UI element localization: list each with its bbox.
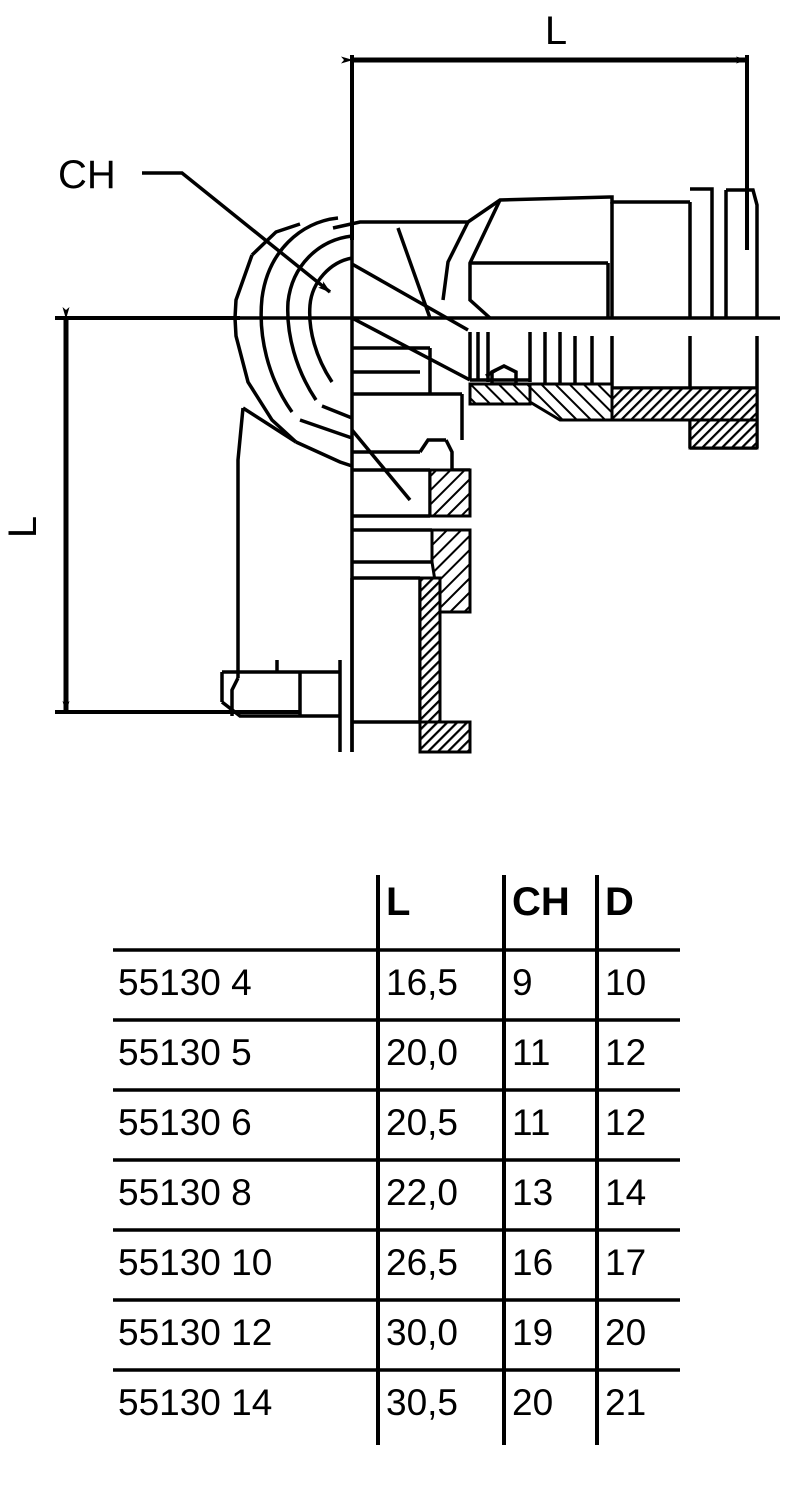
cell-L: 20,5	[386, 1102, 458, 1143]
cell-D: 20	[605, 1312, 646, 1353]
v-wall-top-notch2	[444, 439, 454, 470]
spec-table-svg: L CH D 55130 4 16,5 9 10 55130 5 20,0 11…	[113, 875, 680, 1445]
hatch-thread-band-h	[610, 386, 759, 422]
cell-part: 55130 6	[118, 1102, 252, 1143]
cell-CH: 11	[512, 1102, 550, 1143]
fitting-section-view: L L CH	[1, 9, 780, 754]
cell-D: 12	[605, 1102, 646, 1143]
hatch-thread-boss-h	[688, 418, 759, 450]
table-row: 55130 4 16,5 9 10	[118, 962, 646, 1003]
cell-part: 55130 4	[118, 962, 252, 1003]
lower-arm-chamfer-left	[230, 677, 240, 716]
table-row: 55130 5 20,0 11 12	[118, 1032, 646, 1073]
internal-diag-4	[350, 428, 412, 502]
cell-part: 55130 10	[118, 1242, 272, 1283]
cell-part: 55130 12	[118, 1312, 272, 1353]
elbow-left-upper-face	[233, 254, 254, 319]
hatch-collet-h	[468, 382, 532, 406]
cell-CH: 13	[512, 1172, 553, 1213]
hatch-thread-v-lower	[418, 576, 442, 724]
v-wall-top-notch	[418, 438, 446, 453]
cell-part: 55130 8	[118, 1172, 252, 1213]
dimension-top-L: L	[341, 9, 749, 250]
cell-D: 14	[605, 1172, 646, 1213]
cell-part: 55130 14	[118, 1382, 272, 1423]
cell-L: 30,0	[386, 1312, 458, 1353]
cell-L: 30,5	[386, 1382, 458, 1423]
upper-collar-right	[726, 188, 759, 318]
table-row: 55130 12 30,0 19 20	[118, 1312, 646, 1353]
upper-outline-horizontal-arm	[332, 195, 690, 230]
tick-a	[485, 368, 497, 378]
hatch-sleeve-h	[528, 382, 614, 422]
table-row: 55130 8 22,0 13 14	[118, 1172, 646, 1213]
hex-body-arc-outer-tail	[299, 418, 353, 440]
dimension-label-top: L	[545, 9, 567, 53]
elbow-left-lower-face	[233, 317, 298, 444]
row-separators	[113, 948, 680, 1372]
cell-CH: 19	[512, 1312, 553, 1353]
elbow-lower-left-chamfer	[295, 440, 353, 468]
cell-L: 26,5	[386, 1242, 458, 1283]
dimension-left-L: L	[1, 307, 300, 714]
table-row: 55130 10 26,5 16 17	[118, 1242, 646, 1283]
cell-D: 10	[605, 962, 646, 1003]
elbow-left-shoulder	[250, 222, 301, 257]
callout-CH: CH	[58, 153, 332, 294]
cell-CH: 20	[512, 1382, 553, 1423]
cell-CH: 9	[512, 962, 533, 1003]
cell-CH: 16	[512, 1242, 553, 1283]
hatch-thread-v-upper	[428, 468, 472, 518]
technical-drawing: L L CH	[1, 9, 780, 754]
column-header-D: D	[605, 880, 634, 924]
cell-CH: 11	[512, 1032, 550, 1073]
section-hatching	[418, 382, 759, 754]
release-ring-inner-edge	[441, 221, 470, 301]
elbow-lower-left-edge	[242, 406, 297, 444]
cell-D: 21	[605, 1382, 646, 1423]
hex-body-arc-outer	[259, 216, 339, 414]
table-row: 55130 6 20,5 11 12	[118, 1102, 646, 1143]
hex-body-arc-middle	[286, 234, 353, 401]
callout-label-ch: CH	[58, 153, 116, 197]
cell-L: 22,0	[386, 1172, 458, 1213]
specification-table: L CH D 55130 4 16,5 9 10 55130 5 20,0 11…	[0, 790, 786, 1500]
hex-body-arc-mid-tail	[321, 404, 353, 420]
cell-D: 17	[605, 1242, 646, 1283]
internal-diag-2	[351, 262, 469, 332]
lower-collar-bottom	[220, 700, 340, 718]
cell-L: 16,5	[386, 962, 458, 1003]
lower-arm-left-outline	[236, 407, 245, 678]
hatch-thread-boss-v	[418, 720, 472, 754]
collet-detail	[490, 364, 518, 386]
elbow-fitting-body	[220, 187, 759, 752]
detail-marks	[350, 227, 497, 502]
upper-collar-left	[690, 187, 714, 205]
hex-body-arc-inner	[307, 256, 353, 383]
cell-D: 12	[605, 1032, 646, 1073]
cell-L: 20,0	[386, 1032, 458, 1073]
column-header-CH: CH	[512, 880, 570, 924]
release-ring-face-top	[468, 199, 502, 320]
table-row: 55130 14 30,5 20 21	[118, 1382, 646, 1423]
internal-diag-1	[351, 316, 471, 382]
internal-diag-3	[396, 227, 432, 319]
dimension-label-left: L	[1, 516, 45, 538]
column-header-L: L	[386, 880, 410, 924]
cell-part: 55130 5	[118, 1032, 252, 1073]
